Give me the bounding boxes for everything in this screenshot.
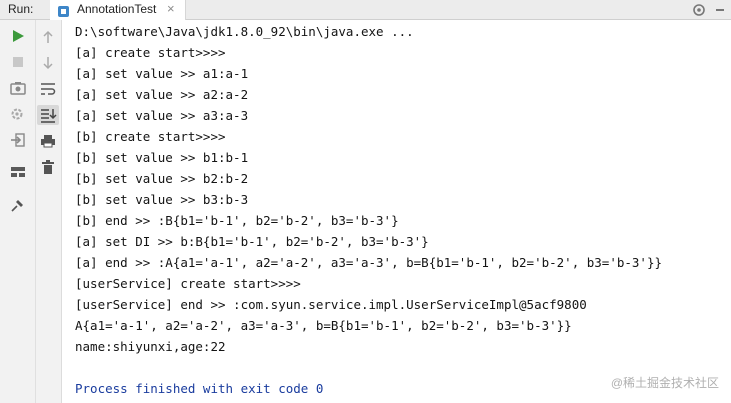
soft-wrap-icon[interactable] <box>40 81 56 97</box>
close-icon[interactable]: × <box>167 1 175 16</box>
camera-icon[interactable] <box>10 80 26 96</box>
console-output[interactable]: D:\software\Java\jdk1.8.0_92\bin\java.ex… <box>62 20 731 403</box>
console-line: [b] set value >> b3:b-3 <box>75 192 249 207</box>
down-arrow-icon[interactable] <box>40 55 56 71</box>
console-line: [b] end >> :B{b1='b-1', b2='b-2', b3='b-… <box>75 213 399 228</box>
pin-icon[interactable] <box>10 197 26 213</box>
console-line: A{a1='a-1', a2='a-2', a3='a-3', b=B{b1='… <box>75 318 572 333</box>
settings-icon[interactable] <box>10 106 26 122</box>
run-label: Run: <box>8 2 34 16</box>
gear-icon[interactable] <box>691 1 707 17</box>
layout-icon[interactable] <box>10 164 26 180</box>
console-line: [userService] create start>>>> <box>75 276 301 291</box>
console-line: [b] set value >> b1:b-1 <box>75 150 249 165</box>
run-toolbar-primary <box>0 20 36 403</box>
stop-icon[interactable] <box>10 54 26 70</box>
run-toolbar-secondary <box>36 20 62 403</box>
console-line: [a] set DI >> b:B{b1='b-1', b2='b-2', b3… <box>75 234 429 249</box>
print-icon[interactable] <box>40 133 56 149</box>
console-line: [a] end >> :A{a1='a-1', a2='a-2', a3='a-… <box>75 255 662 270</box>
console-line: [a] create start>>>> <box>75 45 226 60</box>
tab-annotation-test[interactable]: AnnotationTest × <box>50 0 186 20</box>
scroll-to-end-icon[interactable] <box>37 105 59 125</box>
run-tool-window-header: Run: AnnotationTest × <box>0 0 731 20</box>
java-class-icon <box>58 4 69 17</box>
run-icon[interactable] <box>10 28 26 44</box>
console-line: [b] create start>>>> <box>75 129 226 144</box>
console-line: [a] set value >> a1:a-1 <box>75 66 249 81</box>
console-line: [b] set value >> b2:b-2 <box>75 171 249 186</box>
trash-icon[interactable] <box>40 159 56 175</box>
tab-title: AnnotationTest <box>77 2 157 16</box>
console-line: [a] set value >> a3:a-3 <box>75 108 249 123</box>
console-line-command: D:\software\Java\jdk1.8.0_92\bin\java.ex… <box>75 24 414 39</box>
console-line: [a] set value >> a2:a-2 <box>75 87 249 102</box>
console-line-exit-status: Process finished with exit code 0 <box>75 381 324 396</box>
console-line: name:shiyunxi,age:22 <box>75 339 226 354</box>
up-arrow-icon[interactable] <box>40 29 56 45</box>
console-line: [userService] end >> :com.syun.service.i… <box>75 297 587 312</box>
login-icon[interactable] <box>10 132 26 148</box>
minimize-icon[interactable] <box>716 9 724 11</box>
watermark: @稀土掘金技术社区 <box>610 376 719 390</box>
